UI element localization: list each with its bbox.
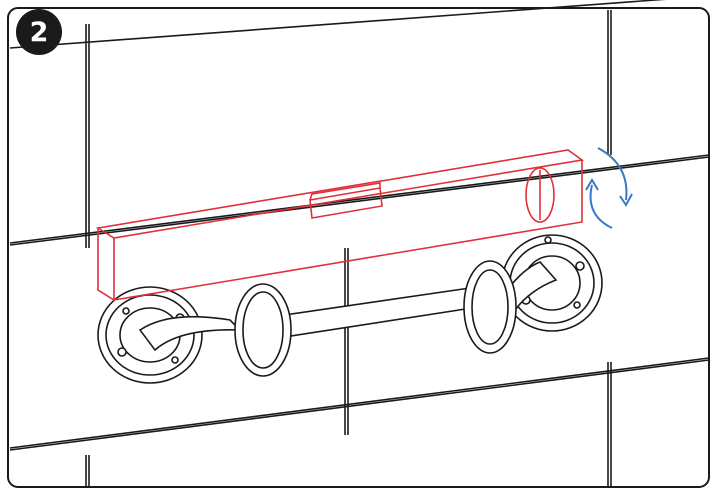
grab-bar <box>138 260 558 377</box>
spirit-level <box>95 149 585 302</box>
rotate-arrows-icon <box>585 147 633 229</box>
step-number-badge: 2 <box>16 9 62 55</box>
wall-tiles <box>9 0 710 487</box>
frame-border <box>7 7 710 488</box>
